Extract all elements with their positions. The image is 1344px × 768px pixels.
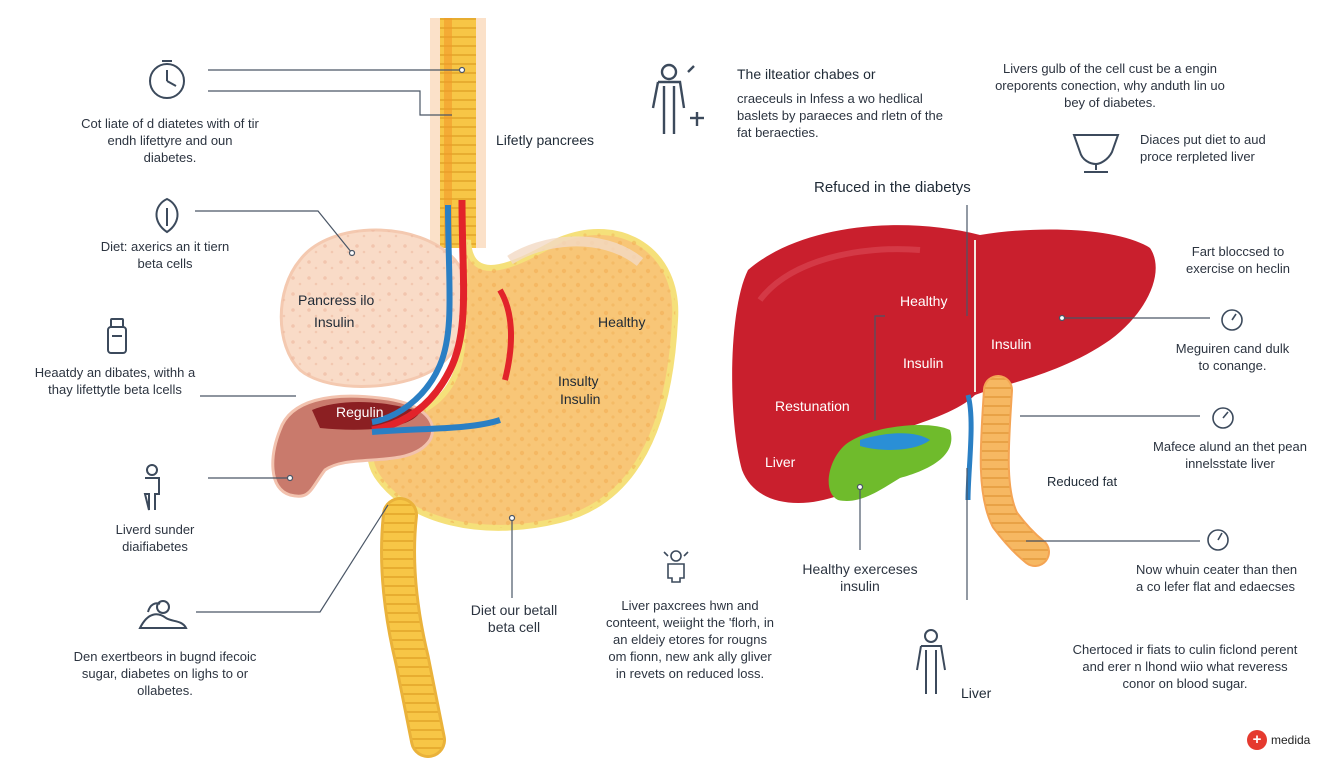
person-icon	[143, 464, 160, 511]
esophagus	[430, 18, 486, 248]
note-chert: Chertoced ir fiats to culin ficlond pere…	[1072, 642, 1298, 691]
gauge-icon	[1207, 309, 1243, 551]
note-reduced-fat: Reduced fat	[1047, 474, 1118, 489]
label-insulin-stomach: Insulin	[560, 391, 601, 407]
note-bottom: Den exertbeors in bugnd ifecoic sugar, d…	[73, 649, 257, 698]
note-diet: Diet: axerics an it tiern beta cells	[100, 239, 230, 271]
note-megure: Meguiren cand dulk to conange.	[1175, 341, 1290, 373]
healthy-exercises-note: Healthy exerceses insulin	[802, 561, 918, 594]
plus-icon: +	[1247, 730, 1267, 750]
lying-person-icon	[138, 600, 188, 629]
seed-icon	[155, 197, 179, 234]
note-right-top: Livers gulb of the cell cust be a engin …	[995, 61, 1225, 110]
leader-lines	[195, 69, 1210, 613]
standing-person-icon	[651, 63, 704, 134]
label-insulin-liver-left: Insulin	[903, 355, 944, 371]
center-top-body: craeceuls in lnfess a wo hedlical baslet…	[737, 91, 943, 140]
liver-section-title: Refuced in the diabetys	[814, 179, 971, 196]
label-pancress-ilo: Pancress ilo	[298, 292, 375, 308]
label-insulin-liver-right: Insulin	[991, 336, 1032, 352]
label-liver-person: Liver	[961, 685, 992, 701]
brand-logo: + medida	[1247, 730, 1310, 750]
label-healthy-stomach: Healthy	[598, 314, 646, 330]
cup-icon	[1072, 134, 1120, 173]
note-bottle: Heaatdy an dibates, withh a thay lifetty…	[34, 365, 196, 397]
standing-person-icon-2	[916, 629, 946, 694]
liver	[732, 225, 1156, 503]
note-clock: Cot liate of d diatetes with of tir endh…	[81, 116, 259, 165]
label-lifetly-pancrees: Lifetly pancrees	[496, 132, 595, 148]
center-bottom-note: Liver paxcrees hwn and conteent, weiight…	[606, 598, 774, 681]
bottle-icon	[107, 318, 127, 354]
note-cup: Diaces put diet to aud proce rerpleted l…	[1140, 132, 1266, 164]
label-insulty: Insulty	[558, 373, 599, 389]
diet-beta-note: Diet our betall beta cell	[470, 602, 558, 635]
label-healthy-liver: Healthy	[900, 293, 948, 309]
label-insulin-pancreas: Insulin	[314, 314, 355, 330]
note-now: Now whuin ceater than then a co lefer fl…	[1136, 562, 1298, 594]
center-top-title: The ilteatior chabes or	[737, 66, 876, 82]
person-small-icon	[663, 550, 689, 583]
label-regulin: Regulin	[336, 404, 384, 420]
note-mafece: Mafece alund an thet pean innelsstate li…	[1153, 439, 1307, 471]
clock-icon	[149, 60, 185, 99]
brand-name: medida	[1271, 733, 1311, 747]
note-person: Liverd sunder diaifiabetes	[115, 522, 195, 554]
label-restunation: Restunation	[775, 398, 850, 414]
label-liver-lobe: Liver	[765, 454, 796, 470]
note-fart: Fart bloccsed to exercise on heclin	[1185, 244, 1291, 276]
